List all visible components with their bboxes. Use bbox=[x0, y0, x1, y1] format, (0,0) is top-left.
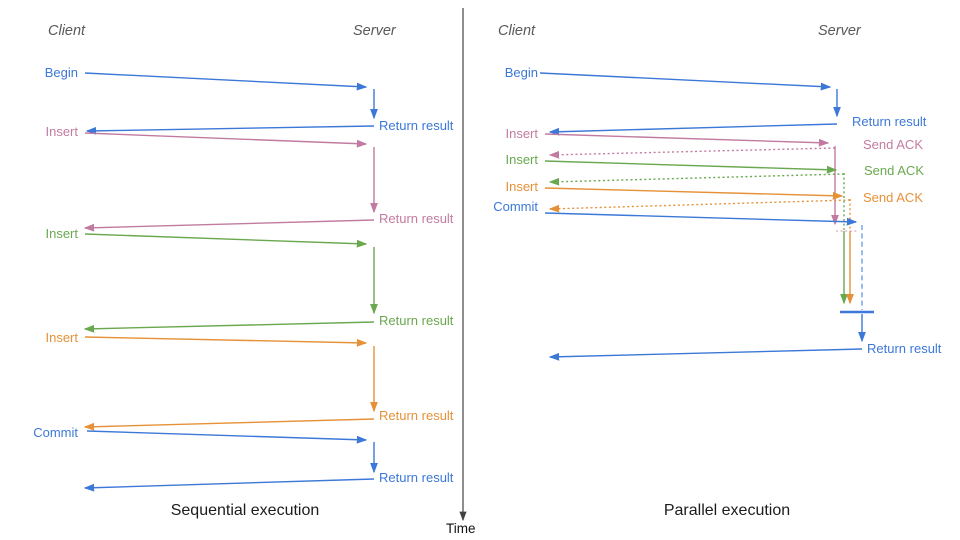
seq-begin-request-arrow bbox=[84, 72, 368, 91]
response-label: Return result bbox=[379, 408, 454, 423]
response-label: Return result bbox=[379, 211, 454, 226]
response-label: Send ACK bbox=[863, 137, 923, 152]
seq-begin-arrows bbox=[84, 72, 378, 135]
panel-caption: Parallel execution bbox=[663, 502, 791, 519]
par-insert1-ack-arrow bbox=[548, 147, 836, 159]
seq-insert2-request-arrow bbox=[84, 233, 368, 248]
message-label-commit: Commit bbox=[33, 425, 78, 440]
panel-caption: Sequential execution bbox=[170, 502, 320, 519]
response-label: Send ACK bbox=[863, 190, 923, 205]
message-label-insert-1: Insert bbox=[505, 126, 538, 141]
seq-insert3-return-arrow bbox=[83, 418, 375, 431]
message-label-begin: Begin bbox=[504, 65, 538, 80]
message-label-insert-3: Insert bbox=[505, 179, 538, 194]
client-column-header: Client bbox=[48, 23, 86, 39]
par-begin-arrows bbox=[539, 72, 841, 136]
seq-insert3-request-arrow bbox=[84, 336, 368, 347]
par-insert1-request-arrow bbox=[544, 133, 830, 147]
par-insert2-arrows bbox=[544, 160, 848, 305]
seq-insert1-return-arrow bbox=[83, 219, 375, 232]
seq-insert2-arrows bbox=[83, 233, 378, 333]
par-commit-return-arrow bbox=[548, 348, 863, 361]
seq-commit-request-arrow bbox=[86, 430, 368, 444]
seq-insert1-request-arrow bbox=[84, 132, 368, 148]
seq-begin-return-arrow bbox=[85, 125, 375, 135]
sequential-panel-arrows bbox=[83, 72, 378, 492]
par-insert2-ack-arrow bbox=[548, 173, 845, 186]
parallel-panel-arrows bbox=[539, 72, 874, 361]
message-label-insert-2: Insert bbox=[45, 226, 78, 241]
par-insert3-ack-arrow bbox=[548, 199, 851, 213]
par-insert2-request-arrow bbox=[544, 160, 838, 174]
response-label: Return result bbox=[379, 470, 454, 485]
par-insert1-arrows bbox=[544, 133, 839, 226]
server-column-header: Server bbox=[353, 23, 396, 39]
par-commit-arrows bbox=[544, 212, 874, 361]
response-label: Return result bbox=[867, 341, 942, 356]
seq-commit-return-arrow bbox=[83, 478, 375, 492]
client-column-header: Client bbox=[498, 23, 536, 39]
response-label: Return result bbox=[379, 313, 454, 328]
par-begin-return-arrow bbox=[548, 123, 838, 136]
time-axis-label: Time bbox=[446, 521, 476, 536]
par-commit-request-arrow bbox=[544, 212, 858, 226]
seq-insert3-arrows bbox=[83, 336, 378, 431]
par-insert3-request-arrow bbox=[544, 187, 844, 200]
par-begin-request-arrow bbox=[539, 72, 832, 91]
message-label-insert-3: Insert bbox=[45, 330, 78, 345]
message-label-insert-2: Insert bbox=[505, 152, 538, 167]
message-label-begin: Begin bbox=[44, 65, 78, 80]
response-label: Send ACK bbox=[864, 163, 924, 178]
par-insert3-arrows bbox=[544, 187, 854, 305]
response-label: Return result bbox=[379, 118, 454, 133]
message-label-commit: Commit bbox=[493, 199, 538, 214]
seq-commit-arrows bbox=[83, 430, 378, 492]
message-label-insert-1: Insert bbox=[45, 124, 78, 139]
response-label: Return result bbox=[852, 114, 927, 129]
seq-insert1-arrows bbox=[83, 132, 378, 232]
server-column-header: Server bbox=[818, 23, 861, 39]
seq-insert2-return-arrow bbox=[83, 321, 375, 333]
